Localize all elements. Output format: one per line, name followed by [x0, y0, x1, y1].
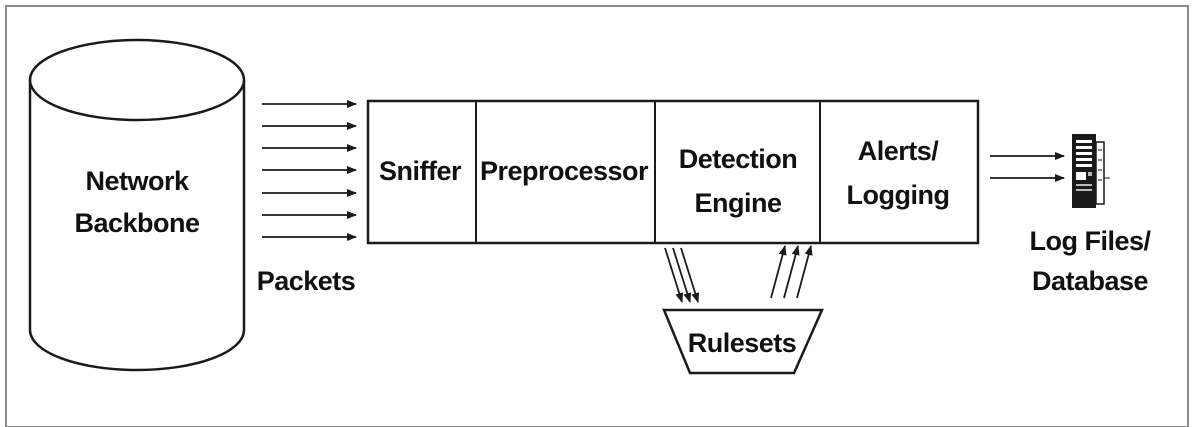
rulesets-block: Rulesets — [662, 308, 824, 375]
up-arrow — [770, 245, 787, 299]
arrows-from-rulesets — [770, 245, 813, 299]
sniffer-label: Sniffer — [379, 156, 462, 186]
pipeline-box — [366, 99, 980, 245]
log-files-label-line1: Log Files/ — [1029, 226, 1151, 256]
preprocessor-label: Preprocessor — [480, 156, 649, 186]
log-files-label-line2: Database — [1032, 266, 1149, 296]
down-arrow — [672, 247, 692, 303]
down-arrow — [680, 247, 700, 303]
packet-arrows — [262, 100, 357, 241]
detection-engine-label-line2: Engine — [694, 188, 781, 218]
output-arrows — [990, 152, 1065, 182]
alerts-logging-label-line2: Logging — [847, 180, 950, 210]
rulesets-label: Rulesets — [688, 328, 797, 358]
arrows-to-rulesets — [664, 247, 700, 303]
network-backbone-label-line1: Network — [85, 166, 190, 196]
up-arrow — [783, 245, 800, 299]
server-icon — [1072, 134, 1110, 208]
outer-frame — [5, 5, 1189, 427]
network-backbone-label-line2: Backbone — [74, 208, 200, 238]
detection-engine-label-line1: Detection — [679, 144, 798, 174]
network-backbone-cylinder: Network Backbone — [28, 38, 246, 372]
alerts-logging-label-line1: Alerts/ — [858, 136, 940, 166]
packets-label: Packets — [257, 266, 356, 296]
pipeline: Sniffer Preprocessor Detection Engine Al… — [366, 99, 980, 245]
down-arrow — [664, 247, 684, 303]
up-arrow — [796, 245, 813, 299]
